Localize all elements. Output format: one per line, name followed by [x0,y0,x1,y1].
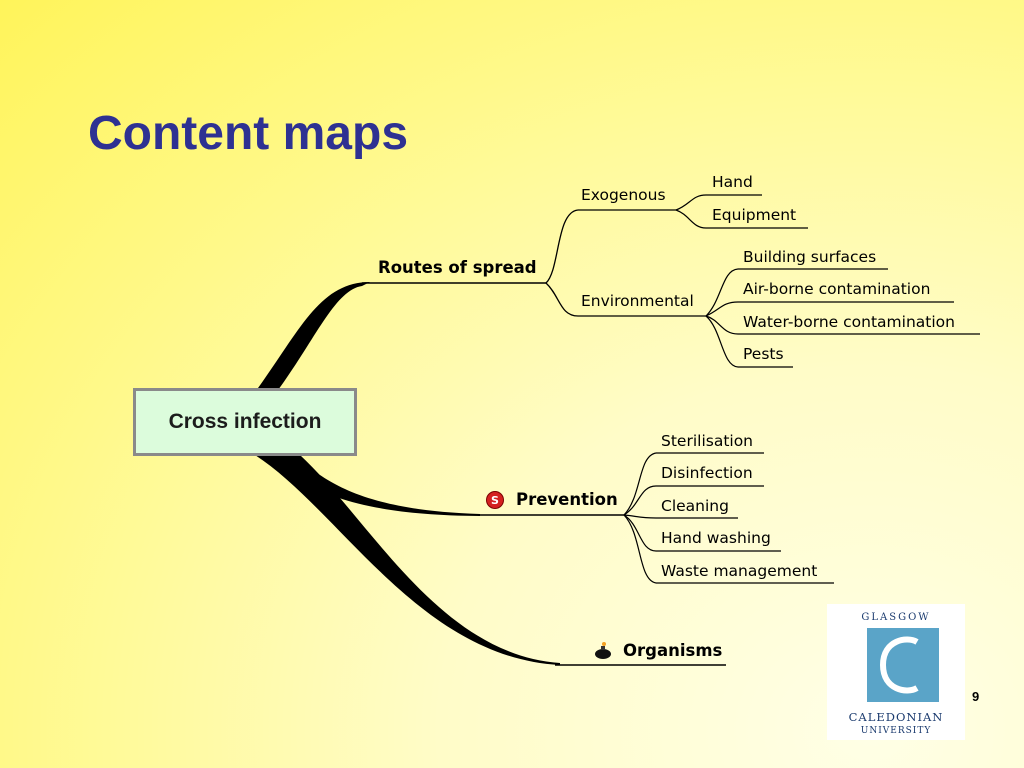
leaf-water-borne-contamination[interactable]: Water-borne contamination [743,313,955,331]
connector-disinfection [623,485,657,516]
leaf-waste-management[interactable]: Waste management [661,562,818,580]
connector-cleaning [623,514,657,519]
connector-sterilisation [623,452,657,516]
branch-routes-of-spread[interactable]: Routes of spread [378,258,537,277]
logo-middle-text: CALEDONIAN [848,710,944,724]
stop-sign-icon: S [486,491,504,513]
root-node-label: Cross infection [168,410,322,433]
root-node[interactable]: Cross infection [133,388,357,456]
branch-connector-routes [258,282,370,390]
page-number: 9 [972,689,980,704]
subbranch-exogenous[interactable]: Exogenous [581,186,666,204]
bomb-icon [593,641,613,665]
connector-building-surfaces [705,268,739,317]
leaf-hand[interactable]: Hand [712,173,753,191]
svg-text:S: S [491,494,499,507]
branch-connector-organisms [255,455,560,665]
leaf-sterilisation[interactable]: Sterilisation [661,432,754,450]
subbranch-environmental[interactable]: Environmental [581,292,694,310]
slide-title: Content maps [88,107,409,160]
connector-waste [623,514,657,584]
connector-equipment [675,209,707,229]
connector-air-borne [705,301,739,317]
connector-exogenous [545,209,579,284]
logo-top-text: GLASGOW [861,612,931,623]
leaf-disinfection[interactable]: Disinfection [661,464,753,482]
connector-hand [675,194,707,211]
branch-organisms[interactable]: Organisms [623,641,723,660]
logo-c-mark-icon [867,628,939,702]
leaf-air-borne-contamination[interactable]: Air-borne contamination [743,280,931,298]
connector-hand-washing [623,514,657,552]
branch-prevention[interactable]: Prevention [516,490,618,509]
leaf-pests[interactable]: Pests [743,345,784,363]
connector-water-borne [705,315,739,335]
leaf-building-surfaces[interactable]: Building surfaces [743,248,877,266]
connector-environmental [545,282,579,317]
university-logo: GLASGOW CALEDONIAN UNIVERSITY [827,604,965,740]
leaf-cleaning[interactable]: Cleaning [661,497,729,515]
connector-pests [705,315,739,368]
leaf-equipment[interactable]: Equipment [712,206,797,224]
leaf-hand-washing[interactable]: Hand washing [661,529,771,547]
logo-bottom-text: UNIVERSITY [860,726,932,736]
